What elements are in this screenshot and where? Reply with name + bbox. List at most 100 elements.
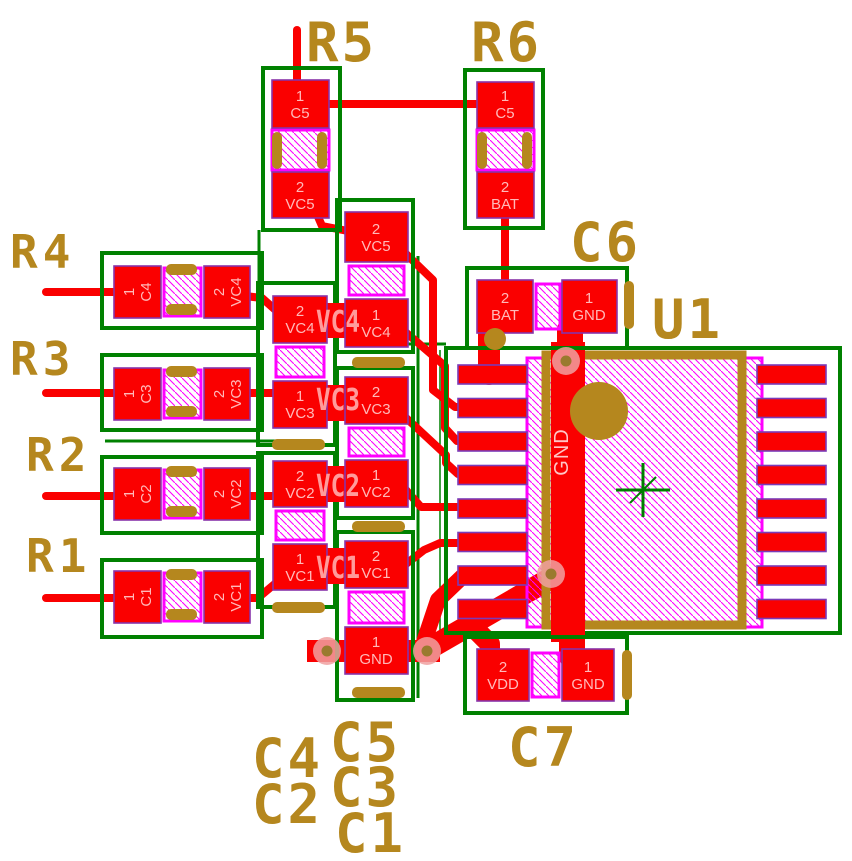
r2-ref-label[interactable]: R2: [26, 428, 91, 482]
u1-pin-right-3[interactable]: [756, 431, 827, 452]
c7-pad2[interactable]: [476, 648, 530, 702]
u1-pin-left-2[interactable]: [457, 397, 528, 419]
component-r1[interactable]: 1 C1 2 VC1 R1: [26, 529, 264, 639]
c6-silk-bar: [624, 281, 634, 329]
via[interactable]: [413, 637, 441, 665]
pad-number: 1: [296, 388, 304, 405]
component-r6[interactable]: 1 C5 2 BAT R6: [463, 11, 545, 230]
cap-stack[interactable]: 2 VC4 1 VC3 2 VC2 1 VC1 2 VC5 1 VC4 2 VC…: [256, 198, 415, 702]
via[interactable]: [313, 637, 341, 665]
r3-pad2[interactable]: [203, 367, 251, 421]
r6-pad2-net: BAT: [491, 196, 519, 213]
u1-pin-right-2[interactable]: [756, 397, 827, 419]
c6-pad1[interactable]: [561, 279, 618, 334]
r6-pad2[interactable]: [476, 171, 535, 219]
component-c7[interactable]: 2 VDD 1 GND C7: [463, 635, 632, 779]
r3-pad1-net: C3: [138, 384, 155, 403]
r4-pad2[interactable]: [203, 265, 251, 319]
component-u1[interactable]: GND U1: [444, 288, 842, 642]
u1-pin-right-7[interactable]: [756, 565, 827, 586]
r1-pad1[interactable]: [113, 570, 162, 624]
u1-pin-left-1[interactable]: [457, 364, 528, 385]
u1-gnd-trace[interactable]: [551, 342, 585, 642]
r4-pad1-net: C4: [138, 282, 155, 301]
u1-pin-left-6[interactable]: [457, 531, 528, 553]
r6-ref-label[interactable]: R6: [471, 11, 542, 74]
via[interactable]: [537, 560, 565, 588]
cap-c2-pad2[interactable]: [272, 460, 328, 508]
u1-pin-left-3[interactable]: [457, 431, 528, 452]
u1-pin-left-8[interactable]: [457, 598, 528, 620]
u1-pin-right-5[interactable]: [756, 498, 827, 519]
c4-ref-label[interactable]: C4: [252, 727, 323, 790]
u1-pin-right-1[interactable]: [756, 364, 827, 385]
u1-pin-left-7[interactable]: [457, 565, 528, 586]
r5-pad1-net: C5: [290, 105, 309, 122]
r6-pad1[interactable]: [476, 81, 535, 129]
r5-pad1[interactable]: [271, 79, 330, 129]
pad-net: GND: [359, 651, 393, 668]
c6-pad2-net: BAT: [491, 307, 519, 324]
c7-ref-label[interactable]: C7: [508, 716, 579, 779]
r4-pad1[interactable]: [113, 265, 162, 319]
r3-outline: [100, 353, 264, 432]
u1-mounting-hole[interactable]: [570, 382, 628, 440]
trace-vc5-pin2[interactable]: [400, 248, 464, 411]
cap-c2-pad1[interactable]: [272, 543, 328, 591]
c6-ref-label[interactable]: C6: [570, 211, 641, 274]
cap-c1-pad1[interactable]: [344, 626, 409, 675]
cap-c4-pad2[interactable]: [272, 295, 328, 344]
cap-c5-pad2[interactable]: [344, 211, 409, 263]
c1-ref-label[interactable]: C1: [335, 802, 406, 861]
via[interactable]: [552, 347, 580, 375]
u1-pin-left-4[interactable]: [457, 464, 528, 486]
r4-silk-bar: [166, 264, 197, 275]
r3-pad1[interactable]: [113, 367, 162, 421]
component-r2[interactable]: 1 C2 2 VC2 R2: [26, 428, 264, 535]
u1-right-pins[interactable]: [756, 364, 827, 620]
u1-origin-crosshair: [616, 463, 670, 517]
r5-pad2-net: VC5: [285, 196, 314, 213]
r5-pad1-number: 1: [296, 88, 304, 105]
u1-left-pins[interactable]: [457, 364, 528, 620]
cap-c1-pad2[interactable]: [344, 540, 409, 589]
vias[interactable]: [313, 347, 580, 665]
r2-outline: [100, 455, 264, 535]
c7-silk-bar: [622, 650, 632, 700]
component-r4[interactable]: 1 C4 2 VC4 R4: [10, 225, 264, 330]
cap-c3-pad1[interactable]: [344, 459, 409, 508]
r4-ref-label[interactable]: R4: [10, 225, 75, 279]
c3-ref-label[interactable]: C3: [330, 756, 401, 819]
u1-pin-left-5[interactable]: [457, 498, 528, 519]
c6-via[interactable]: [484, 328, 506, 350]
c6-pad2[interactable]: [476, 279, 534, 334]
u1-ref-label[interactable]: U1: [652, 288, 723, 351]
trace-pin7-gnd[interactable]: [416, 569, 470, 650]
c7-pad1[interactable]: [561, 648, 615, 702]
r2-pad1[interactable]: [113, 467, 162, 521]
r2-pad2[interactable]: [203, 467, 251, 521]
bottom-ref-labels[interactable]: C4 C2 C5 C3 C1: [252, 711, 406, 861]
r3-ref-label[interactable]: R3: [10, 332, 75, 386]
cap-c2-hatch: [274, 509, 326, 542]
pad-number: 2: [372, 221, 380, 238]
cap-c4-pad1[interactable]: [272, 380, 328, 429]
c6-pad2-number: 2: [501, 290, 509, 307]
r1-ref-label[interactable]: R1: [26, 529, 91, 583]
pad-number: 2: [296, 303, 304, 320]
pad-net: VC3: [361, 401, 390, 418]
r5-pad2[interactable]: [271, 171, 330, 219]
c5-ref-label[interactable]: C5: [330, 711, 401, 774]
cap-c3-pad2[interactable]: [344, 376, 409, 425]
component-r3[interactable]: 1 C3 2 VC3 R3: [10, 332, 264, 432]
r1-pad2[interactable]: [203, 570, 251, 624]
c2-ref-label[interactable]: C2: [252, 773, 323, 836]
component-r5[interactable]: 1 C5 2 VC5 R5: [261, 11, 377, 232]
cap-c5-pad1[interactable]: [344, 298, 409, 348]
u1-pin-right-8[interactable]: [756, 598, 827, 620]
r5-ref-label[interactable]: R5: [306, 11, 377, 74]
r5-pad2-number: 2: [296, 179, 304, 196]
component-c6[interactable]: 2 BAT 1 GND C6: [465, 211, 641, 350]
u1-pin-right-6[interactable]: [756, 531, 827, 553]
u1-pin-right-4[interactable]: [756, 464, 827, 486]
